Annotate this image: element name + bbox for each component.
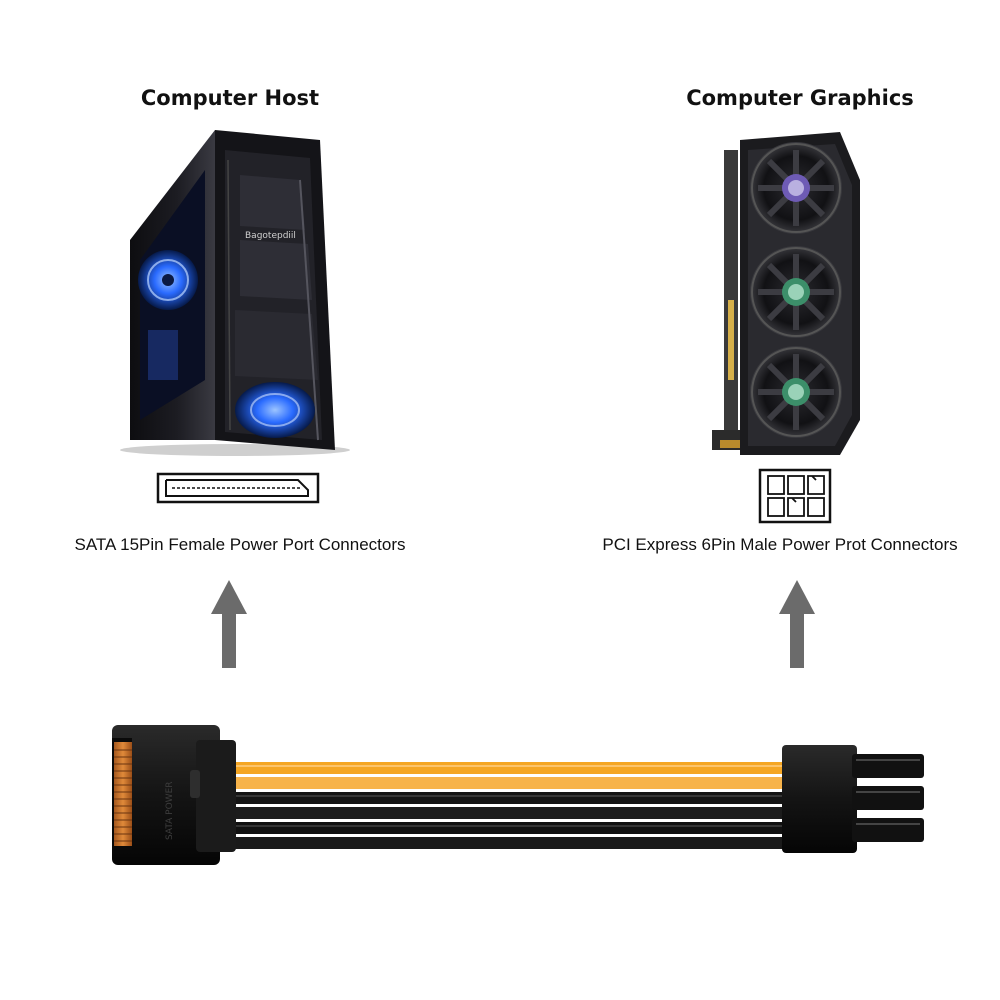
pcie-6pin-connector [782, 745, 924, 853]
cable-wires [230, 762, 790, 849]
gpu-fan-bottom [750, 346, 842, 438]
computer-case-illustration: Bagotepdiil [120, 130, 350, 456]
arrow-up-right-icon [779, 580, 815, 668]
gpu-fan-middle [750, 246, 842, 338]
sata-port-symbol [156, 472, 320, 504]
pcie-caption: PCI Express 6Pin Male Power Prot Connect… [602, 535, 958, 554]
case-brand-label: Bagotepdiil [245, 231, 296, 241]
pcie-6pin-symbol [758, 468, 832, 524]
sata-to-pcie-cable: SATA POWER [112, 725, 924, 865]
sata-connector: SATA POWER [112, 725, 236, 865]
arrow-up-left-icon [211, 580, 247, 668]
sata-power-embossed-label: SATA POWER [165, 781, 175, 840]
graphics-card-illustration [712, 132, 860, 455]
computer-host-title: Computer Host [140, 86, 320, 110]
computer-graphics-title: Computer Graphics [686, 86, 914, 110]
sata-caption: SATA 15Pin Female Power Port Connectors [74, 535, 406, 554]
gpu-fan-top [750, 142, 842, 234]
